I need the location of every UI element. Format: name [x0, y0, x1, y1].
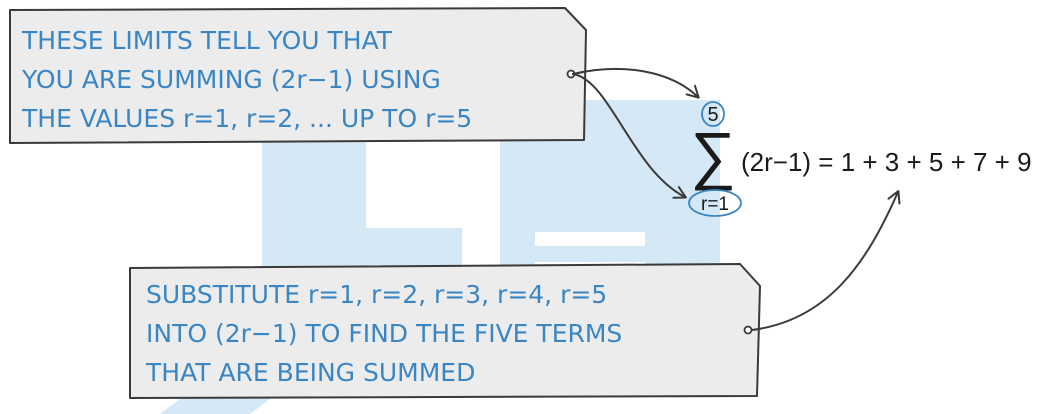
watermark-stripe-1	[535, 232, 645, 246]
upper-limit: 5	[707, 104, 718, 126]
bottom-note: SUBSTITUTE r=1, r=2, r=3, r=4, r=5 INTO …	[129, 263, 761, 399]
top-note-line-3: THE VALUES r=1, r=2, ... UP TO r=5	[21, 104, 472, 133]
arrow-to-upper-limit	[572, 68, 700, 99]
upper-limit-circle	[701, 101, 725, 127]
top-note-line-1: THESE LIMITS TELL YOU THAT	[21, 26, 393, 55]
lower-limit-circle	[688, 189, 742, 217]
arrow-to-terms	[751, 190, 901, 331]
bottom-note-box	[129, 263, 761, 399]
sigma-symbol: ∑	[690, 119, 736, 191]
top-note: THESE LIMITS TELL YOU THAT YOU ARE SUMMI…	[9, 7, 587, 144]
bottom-note-line-3: THAT ARE BEING SUMMED	[145, 358, 475, 387]
top-note-box	[9, 7, 587, 144]
bottom-note-line-1: SUBSTITUTE r=1, r=2, r=3, r=4, r=5	[146, 280, 607, 309]
equation-expression: (2r−1) = 1 + 3 + 5 + 7 + 9	[741, 147, 1032, 177]
summation-equation: 5 ∑ r=1 (2r−1) = 1 + 3 + 5 + 7 + 9	[688, 101, 1032, 217]
lower-limit: r=1	[701, 194, 729, 215]
bottom-note-line-2: INTO (2r−1) TO FIND THE FIVE TERMS	[146, 319, 622, 348]
arrow-to-lower-limit	[572, 73, 687, 199]
top-note-line-2: YOU ARE SUMMING (2r−1) USING	[21, 65, 441, 94]
bottom-note-connector-dot	[743, 325, 753, 335]
